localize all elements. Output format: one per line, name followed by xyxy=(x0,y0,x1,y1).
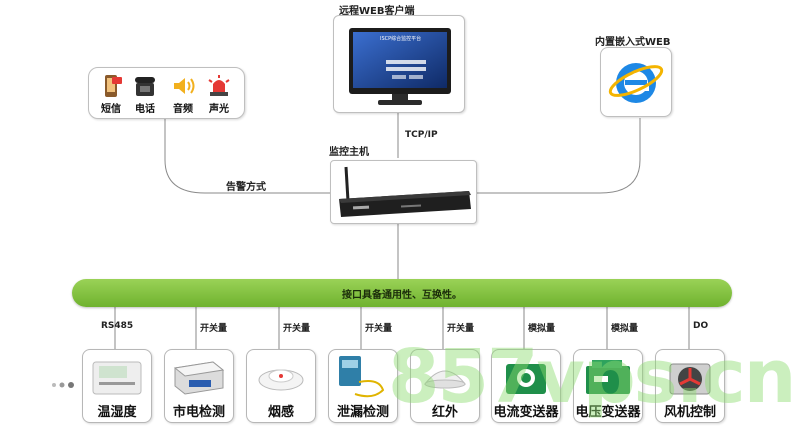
sensor-leak: 泄漏检测 xyxy=(328,349,398,423)
iface-label-7: DO xyxy=(693,321,709,331)
host-box xyxy=(330,160,477,224)
alarm-mode-label: 告警方式 xyxy=(226,182,266,193)
sensor-voltage: 电压变送器 xyxy=(573,349,643,423)
host-label: 监控主机 xyxy=(329,147,369,158)
tcpip-label: TCP/IP xyxy=(405,130,438,140)
leak-sensor-icon xyxy=(339,356,385,398)
sensor-name-4: 红外 xyxy=(431,405,458,420)
router-device-icon xyxy=(339,166,471,217)
web-client-box: ISCP综合监控平台 xyxy=(333,15,465,113)
iface-label-4: 开关量 xyxy=(447,324,475,334)
mains-detector-icon xyxy=(173,361,225,395)
smoke-detector-icon xyxy=(258,369,304,391)
iface-label-5: 模拟量 xyxy=(528,324,556,334)
sensor-name-7: 风机控制 xyxy=(663,405,716,420)
desk-phone-icon xyxy=(135,77,155,96)
sensor-infrared: 红外 xyxy=(410,349,480,423)
alarm-sms-label: 短信 xyxy=(101,104,121,115)
sensor-smoke: 烟感 xyxy=(246,349,316,423)
sensor-name-5: 电流变送器 xyxy=(493,405,559,420)
alarm-phone-label: 电话 xyxy=(135,104,155,115)
alarm-siren-label: 声光 xyxy=(209,104,229,115)
sensor-temp-humidity: 温湿度 xyxy=(82,349,152,423)
embedded-web-label: 内置嵌入式WEB xyxy=(595,37,671,48)
interface-bus-label: 接口具备通用性、互换性。 xyxy=(342,289,462,301)
sensor-current: 电流变送器 xyxy=(491,349,561,423)
sensor-name-0: 温湿度 xyxy=(97,405,137,420)
iface-label-2: 开关量 xyxy=(283,324,311,334)
siren-icon xyxy=(208,75,230,96)
sensor-name-6: 电压变送器 xyxy=(575,405,641,420)
alarm-phone: 电话 xyxy=(131,74,159,115)
sensor-name-2: 烟感 xyxy=(267,405,294,420)
temp-humidity-sensor-icon xyxy=(92,361,142,395)
interface-bus: 接口具备通用性、互换性。 xyxy=(72,279,732,307)
screen-title: ISCP综合监控平台 xyxy=(380,36,422,42)
iface-label-6: 模拟量 xyxy=(611,324,639,334)
alarm-siren: 声光 xyxy=(205,74,233,115)
alarm-audio-label: 音频 xyxy=(173,104,193,115)
browser-ie-icon xyxy=(608,63,664,103)
web-client-label: 远程WEB客户端 xyxy=(339,6,415,17)
embedded-web-box xyxy=(600,47,672,117)
sensor-name-1: 市电检测 xyxy=(172,405,225,420)
fan-icon xyxy=(669,363,711,395)
sensor-mains-detect: 市电检测 xyxy=(164,349,234,423)
speaker-icon xyxy=(174,78,195,94)
sms-phone-icon xyxy=(105,75,122,97)
monitor-icon xyxy=(349,28,451,105)
iface-label-0: RS485 xyxy=(101,321,134,331)
alarm-audio: 音频 xyxy=(169,74,197,115)
sensor-name-3: 泄漏检测 xyxy=(336,405,389,420)
alarm-sms: 短信 xyxy=(97,74,125,115)
iface-label-1: 开关量 xyxy=(200,324,228,334)
more-dots-icon xyxy=(52,382,74,388)
alarm-devices-box: 短信 电话 音频 声光 xyxy=(88,67,245,119)
current-transducer-icon xyxy=(506,364,546,394)
iface-label-3: 开关量 xyxy=(365,324,393,334)
watermark: 857vps.cn xyxy=(388,334,796,420)
infrared-sensor-icon xyxy=(423,370,467,389)
sensor-fan-control: 风机控制 xyxy=(655,349,725,423)
voltage-transducer-icon xyxy=(586,360,630,394)
